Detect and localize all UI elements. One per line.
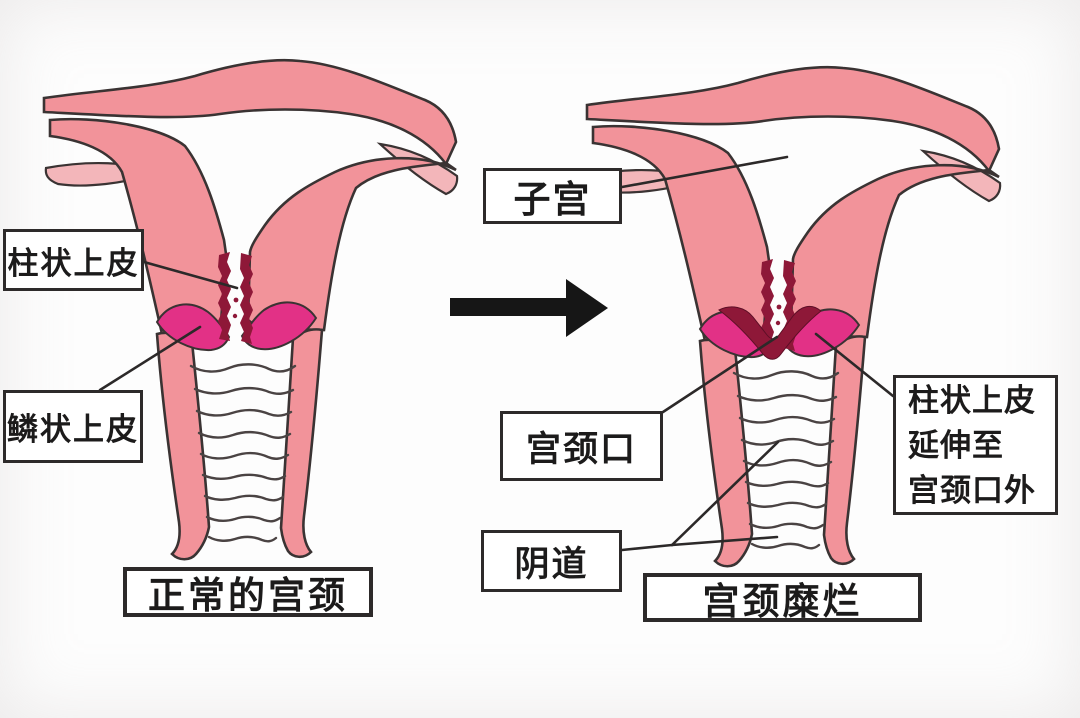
leader-squamous-left — [98, 325, 202, 392]
leader-vagina-lower — [670, 535, 779, 547]
leader-columnar-extension — [814, 332, 895, 398]
label-text-line3: 宫颈口外 — [908, 472, 1036, 508]
label-text-line2: 延伸至 — [908, 427, 1004, 463]
label-uterus: 子宫 — [483, 168, 622, 224]
label-vagina: 阴道 — [481, 530, 622, 592]
label-text: 宫颈口 — [525, 429, 637, 469]
eroded-cervix-figure — [585, 65, 1002, 568]
label-cervical-os: 宫颈口 — [500, 411, 663, 481]
caption-cervical-erosion: 宫颈糜烂 — [643, 573, 922, 622]
label-columnar-extension: 柱状上皮 延伸至 宫颈口外 — [893, 375, 1058, 515]
leader-vagina-upper — [670, 440, 780, 547]
label-text: 鳞状上皮 — [7, 412, 139, 447]
label-text-line1: 柱状上皮 — [908, 382, 1036, 418]
caption-text: 正常的宫颈 — [148, 575, 348, 616]
caption-text: 宫颈糜烂 — [702, 580, 863, 622]
transition-arrow — [450, 279, 608, 337]
caption-normal-cervix: 正常的宫颈 — [123, 567, 373, 617]
label-text: 柱状上皮 — [7, 245, 140, 281]
columnar-epithelium-everted — [718, 305, 822, 360]
label-text: 阴道 — [514, 544, 589, 584]
label-text: 子宫 — [513, 179, 592, 220]
normal-cervix-figure — [42, 58, 459, 561]
leader-cervical-os — [661, 335, 779, 414]
label-squamous-epithelium-left: 鳞状上皮 — [3, 390, 143, 463]
leader-vagina-stub — [620, 543, 674, 552]
label-columnar-epithelium-left: 柱状上皮 — [3, 229, 144, 291]
leader-columnar-left — [142, 260, 239, 290]
leader-uterus — [620, 155, 789, 189]
